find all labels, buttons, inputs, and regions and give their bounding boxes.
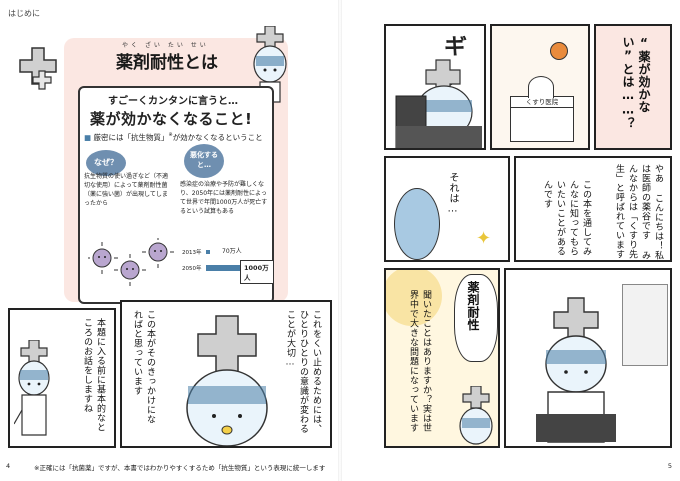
right-panel-clinic: くすり医院 (490, 24, 590, 150)
graph-row1-year: 2013年 (182, 250, 202, 256)
graph-bar-2050 (206, 265, 240, 271)
book-text: この本を通してみんなに知ってもらいたいことがあるんです (542, 180, 591, 256)
left-panel-2-text-b: これをくい止めるためには、ひとりひとりの意識が変わることが大切… (285, 310, 321, 434)
right-panel-chair: ギッ (384, 24, 486, 150)
intro-detail-note-mark: ※ (168, 132, 173, 138)
term-text: 薬剤耐性 (466, 281, 480, 331)
graph-row2-year: 2050年 (182, 266, 202, 272)
right-panel-doctor (504, 268, 672, 448)
question-text: 聞いたことはありますか？実は世界中で大きな問題になっています (408, 290, 431, 433)
section-label: はじめに (8, 9, 40, 18)
why-badge: なぜ？ (86, 150, 126, 176)
left-panel-2: これをくい止めるためには、ひとりひとりの意識が変わることが大切… この本がそのき… (120, 300, 332, 448)
graph-bar-2013 (206, 250, 210, 254)
intro-detail-suffix: が効かなくなるということ (172, 133, 263, 142)
clinic-dome (528, 76, 554, 98)
sorewa-text: それは… (447, 172, 458, 215)
intro-detail: ■ 厳密には「抗生物質」※が効かなくなるということ (84, 132, 263, 143)
detail-bullet-icon: ■ (84, 133, 92, 142)
intro-inner: すごーくカンタンに言うと… 薬が効かなくなること! ■ 厳密には「抗生物質」※が… (78, 86, 274, 304)
right-panel-question: 聞いたことはありますか？実は世界中で大きな問題になっています 薬剤耐性 (384, 268, 500, 448)
greeting-text: やあ こんにちは！私は医師の薬谷です みんなからは「くすり先生」と呼ばれています (614, 164, 663, 260)
doctor-silhouette (394, 188, 440, 260)
left-page-number: 4 (6, 462, 11, 470)
graph-row1-value: 70万人 (222, 248, 242, 255)
intro-detail-prefix: 厳密には「抗生物質」 (93, 133, 169, 142)
worse-label: 悪化すると… (190, 151, 218, 169)
intro-headline: 薬が効かなくなること! (90, 110, 253, 128)
left-page: はじめに やく ざい たい せい 薬剤耐性とは すごーくカンタンに言うと… 薬が… (6, 9, 332, 472)
worse-badge: 悪化すると… (184, 144, 224, 178)
small-doctor (456, 385, 496, 446)
intro-title: 薬剤耐性とは (116, 53, 218, 73)
intro-box: やく ざい たい せい 薬剤耐性とは すごーくカンタンに言うと… 薬が効かなくな… (64, 25, 288, 304)
sparkle-icon: ✦ (476, 228, 492, 249)
clinic-sign: くすり医院 (511, 97, 573, 108)
right-panel-tag: “薬が効かない”とは……？ (594, 24, 672, 150)
why-label: なぜ？ (94, 158, 118, 167)
doctor-seated (526, 294, 626, 444)
right-panel-sorewa: それは… ✦ (384, 156, 510, 262)
chair-illustration (392, 56, 482, 148)
tag-text: “薬が効かない”とは……？ (621, 36, 651, 130)
clinic-building: くすり医院 (510, 96, 574, 142)
footnote: ※正確には「抗菌薬」ですが、本書ではわかりやすくするため「抗生物質」という表現に… (34, 464, 326, 472)
intro-lead: すごーくカンタンに言うと… (108, 96, 238, 107)
left-panel-1: 本題に入る前に基本的なところのお話をしますね (8, 308, 116, 448)
left-panel-2-text-a: この本がそのきっかけになればと思っています (132, 310, 155, 424)
sun-icon (550, 42, 568, 60)
right-page-number: 5 (667, 462, 672, 470)
cross-small-icon (32, 70, 52, 90)
germ-illustration (88, 238, 174, 288)
right-page: ギッ くすり医院 “薬が効かない”とは……？ それは… ✦ やあ こんにちは！私… (340, 0, 680, 481)
doctor-closeup (182, 312, 272, 446)
page-gutter (338, 0, 342, 481)
worse-text: 感染症の治療や予防が難しくなり、2050年には薬剤耐性によって世界で年間1000… (180, 181, 268, 215)
term-bubble: 薬剤耐性 (454, 274, 498, 362)
left-panel-1-text: 本題に入る前に基本的なところのお話をしますね (82, 318, 105, 432)
why-text: 抗生物質の使い過ぎなど（不適切な使用）によって薬剤耐性菌（薬に強い菌）が出現して… (84, 173, 169, 207)
bookshelf (622, 284, 668, 366)
right-panel-greeting: やあ こんにちは！私は医師の薬谷です みんなからは「くすり先生」と呼ばれています… (514, 156, 672, 262)
graph-row2-value: 1000万人 (240, 260, 274, 284)
death-graph: 2013年 70万人 2050年 1000万人 (182, 242, 274, 286)
title-ruby: やく ざい たい せい (122, 42, 209, 49)
doctor-pointing (13, 339, 54, 440)
glow-shape (386, 270, 442, 326)
